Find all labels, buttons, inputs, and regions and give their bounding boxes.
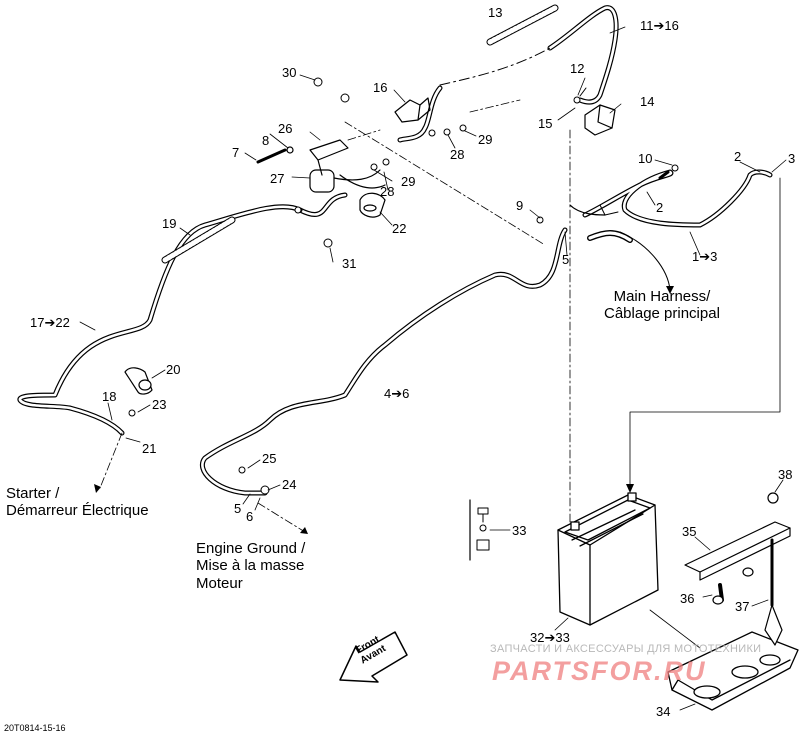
callout-37: 37 — [735, 599, 750, 614]
watermark-text: ЗАПЧАСТИ И АКСЕССУАРЫ ДЛЯ МОТОТЕХНИКИ — [490, 643, 762, 655]
callout-5-top: 5 — [562, 252, 570, 267]
leader-lines — [79, 26, 787, 711]
callout-29-upper: 29 — [478, 132, 493, 147]
terminal-hardware-33 — [469, 499, 490, 561]
callout-12: 12 — [570, 61, 585, 76]
callout-5-bottom: 5 — [234, 501, 242, 516]
callout-30: 30 — [282, 65, 297, 80]
hardware-fasteners — [128, 77, 679, 495]
callout-38: 38 — [778, 467, 793, 482]
callout-33: 33 — [512, 523, 527, 538]
watermark-logo: PARTSFOR.RU — [492, 656, 707, 686]
callout-34: 34 — [656, 704, 671, 719]
hold-down-bracket — [684, 492, 791, 646]
callout-10: 10 — [638, 151, 653, 166]
battery-cable-right — [582, 169, 773, 228]
callout-23: 23 — [152, 397, 167, 412]
callout-22: 22 — [392, 221, 407, 236]
callout-9: 9 — [516, 198, 524, 213]
starter-cable — [17, 192, 348, 436]
callout-24: 24 — [282, 477, 297, 492]
starter-solenoid — [256, 139, 386, 193]
spiral-conduit-19 — [161, 216, 236, 264]
positive-cable-upper — [397, 5, 619, 143]
ground-cable — [200, 227, 568, 496]
callout-15: 15 — [538, 116, 553, 131]
battery-tray — [667, 631, 799, 711]
callout-28-upper: 28 — [450, 147, 465, 162]
callout-35: 35 — [682, 524, 697, 539]
battery — [557, 492, 659, 626]
callout-6: 6 — [246, 509, 254, 524]
callout-32-33: 32➔33 — [530, 630, 570, 645]
terminal-boot-22 — [359, 192, 386, 218]
callout-28-lower: 28 — [380, 184, 395, 199]
callout-19: 19 — [162, 216, 177, 231]
callout-26: 26 — [278, 121, 293, 136]
main-harness — [569, 204, 671, 291]
starter-note: Starter / Démarreur Électrique — [6, 485, 149, 520]
callout-29-lower: 29 — [401, 174, 416, 189]
callout-2-top: 2 — [734, 149, 742, 164]
callout-3: 3 — [788, 151, 796, 166]
callout-7: 7 — [232, 145, 240, 160]
terminal-boot-14 — [584, 104, 616, 136]
callout-31: 31 — [342, 256, 357, 271]
callout-17-22: 17➔22 — [30, 315, 70, 330]
callout-4-6: 4➔6 — [384, 386, 410, 401]
callout-1-3: 1➔3 — [692, 249, 718, 264]
callout-18: 18 — [102, 389, 117, 404]
spiral-conduit-13 — [486, 4, 559, 46]
terminal-boot-16 — [394, 97, 431, 123]
callout-8: 8 — [262, 133, 270, 148]
callout-2-mid: 2 — [656, 200, 664, 215]
callout-21: 21 — [142, 441, 157, 456]
callout-27: 27 — [270, 171, 285, 186]
callout-36: 36 — [680, 591, 695, 606]
reference-lines — [99, 99, 571, 533]
callout-16: 16 — [373, 80, 388, 95]
engine-ground-note: Engine Ground / Mise à la masse Moteur — [196, 540, 306, 592]
callout-25: 25 — [262, 451, 277, 466]
callout-20: 20 — [166, 362, 181, 377]
callout-14: 14 — [640, 94, 655, 109]
diagram-code: 20T0814-15-16 — [4, 723, 66, 733]
terminal-boot-20 — [124, 367, 153, 395]
arrowheads — [94, 286, 674, 534]
callout-11-16: 11➔16 — [640, 18, 679, 33]
callout-13: 13 — [488, 5, 503, 20]
front-direction-arrow — [339, 631, 408, 683]
main-harness-note: Main Harness/ Câblage principal — [604, 288, 720, 323]
